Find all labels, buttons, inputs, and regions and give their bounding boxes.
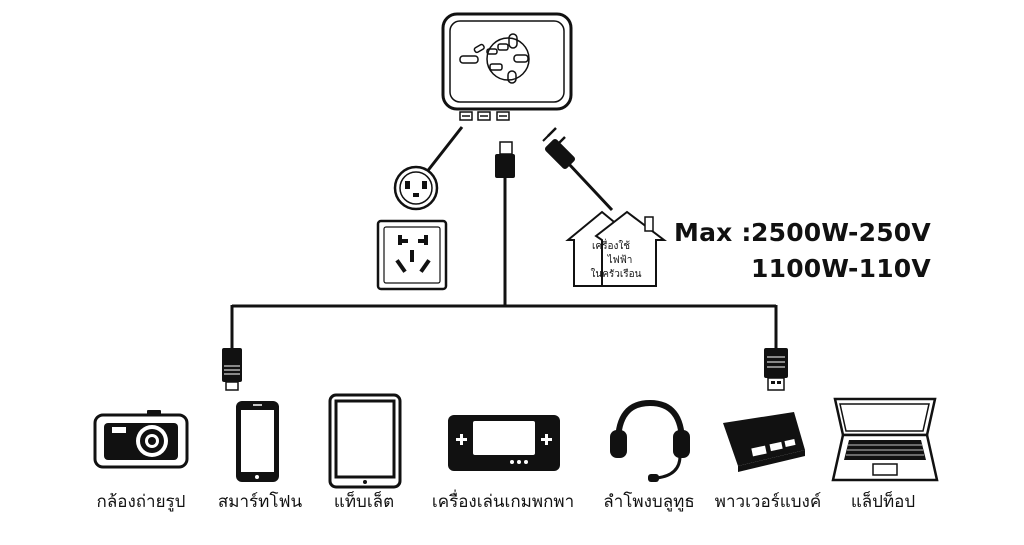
label-smartphone: สมาร์ทโฟน: [217, 492, 303, 512]
tablet-icon: [328, 393, 402, 489]
label-tablet: แท็บเล็ต: [333, 492, 395, 512]
spec-line-2: 1100W-110V: [751, 254, 931, 283]
camera-icon: [93, 410, 189, 469]
usb-plug-center-icon: [495, 141, 515, 306]
usb-a-plug-icon: [764, 348, 788, 391]
handheld-console-icon: [448, 415, 560, 471]
two-pin-plug-icon: [542, 127, 614, 212]
spec-max-label: Max :: [674, 218, 752, 247]
label-headset: ลำโพงบลูทูธ: [603, 492, 695, 512]
label-handheld-console: เครื่องเล่นเกมพกพา: [431, 492, 575, 512]
wall-socket-icon: [376, 219, 448, 291]
label-laptop: แล็ปท็อป: [850, 492, 916, 512]
headset-icon: [610, 399, 690, 482]
laptop-icon: [831, 397, 939, 482]
travel-adapter-icon: [441, 12, 573, 121]
house-appliances-icon: เครื่องใช้ ไฟฟ้า ในครัวเรือน: [565, 210, 667, 287]
house-label-line1: เครื่องใช้: [592, 238, 630, 252]
label-power-bank: พาวเวอร์แบงค์: [714, 492, 822, 512]
house-label-line2: ไฟฟ้า: [607, 254, 633, 266]
round-plug-icon: [393, 126, 464, 211]
micro-usb-plug-icon: [222, 348, 242, 391]
smartphone-icon: [236, 401, 279, 482]
power-bank-icon: [723, 412, 805, 472]
label-camera: กล้องถ่ายรูป: [96, 492, 186, 512]
distribution-lines: [230, 304, 778, 348]
spec-line-1: 2500W-250V: [751, 218, 931, 247]
house-label-line3: ในครัวเรือน: [590, 268, 641, 280]
